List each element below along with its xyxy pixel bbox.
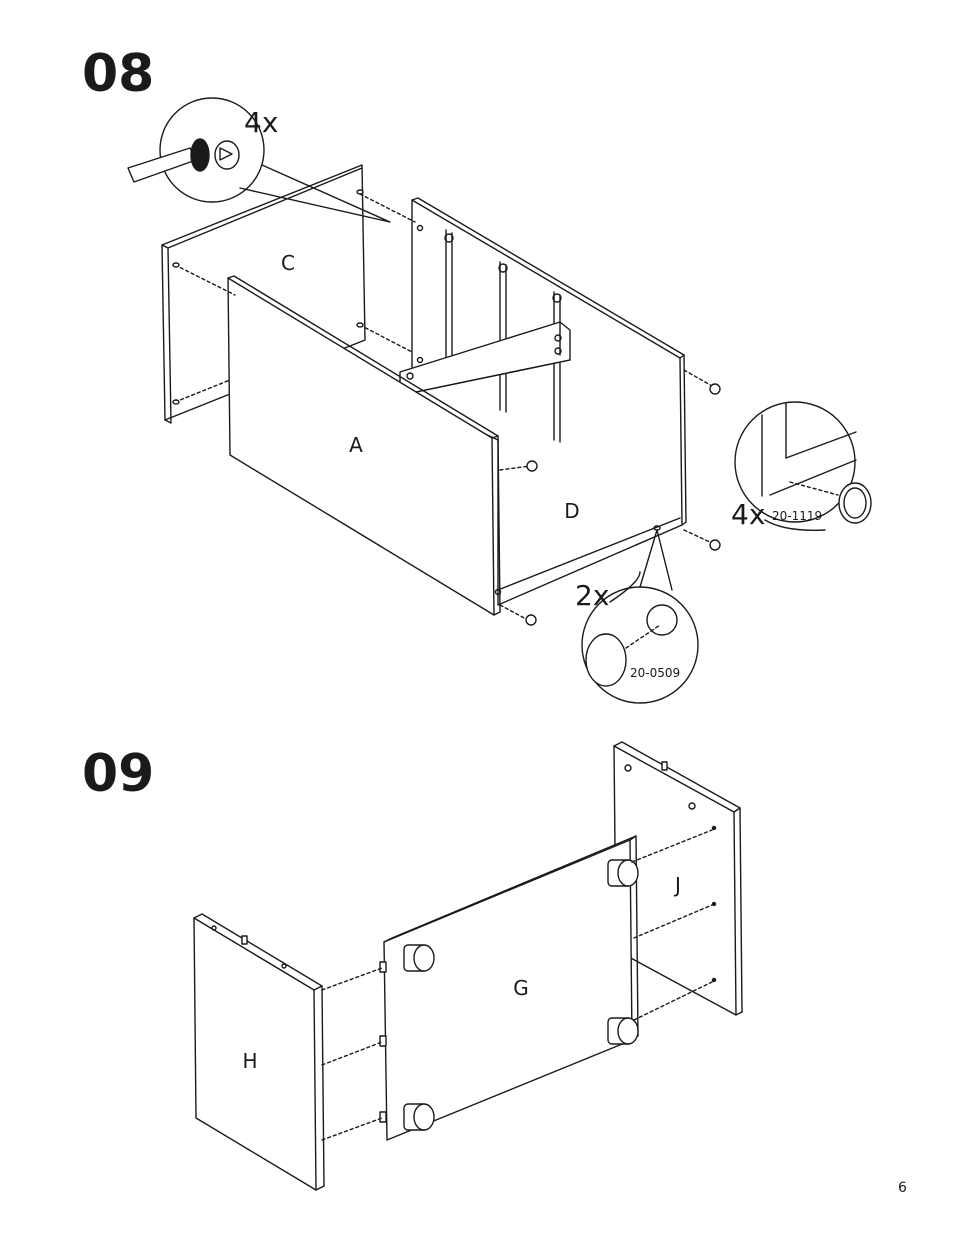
page-number: 6	[898, 1180, 907, 1196]
label-panel-g: G	[513, 976, 529, 1000]
foot-part-code: 20-1119	[772, 509, 822, 523]
label-panel-a: A	[349, 433, 363, 457]
label-panel-c: C	[281, 251, 295, 275]
label-panel-j: J	[673, 873, 681, 897]
cam-quantity: 2x	[575, 579, 609, 612]
label-panel-h: H	[242, 1049, 257, 1073]
cam-part-code: 20-0509	[630, 666, 680, 680]
panel-h	[194, 914, 324, 1190]
foot-quantity: 4x	[731, 498, 765, 531]
panel-g	[380, 836, 638, 1140]
step-08-drawing	[128, 98, 871, 703]
label-panel-d: D	[564, 499, 579, 523]
step-09-drawing	[194, 742, 742, 1190]
screw-quantity: 4x	[244, 106, 278, 139]
